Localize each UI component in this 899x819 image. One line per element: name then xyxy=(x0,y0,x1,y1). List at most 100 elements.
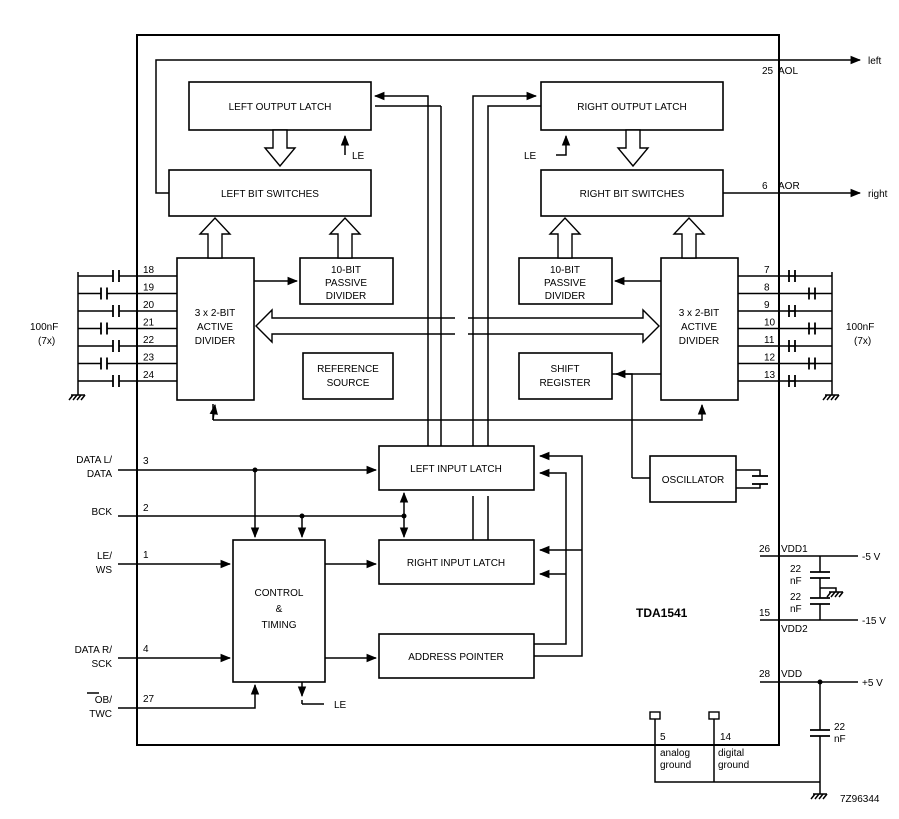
control-timing: CONTROL & TIMING xyxy=(232,539,326,683)
left-passive-divider-line2: PASSIVE xyxy=(325,278,367,289)
oscillator-label: OSCILLATOR xyxy=(662,475,724,486)
pin-aol-name: AOL xyxy=(778,66,798,77)
address-pointer-label: ADDRESS POINTER xyxy=(408,652,504,663)
pin-aor-name: AOR xyxy=(778,181,800,192)
pin-data-r-name-2: SCK xyxy=(91,659,112,670)
bus-arrow-right-passive-divider-up xyxy=(548,216,582,259)
right-cap-value-line1: 100nF xyxy=(846,322,874,333)
cap-22nf-c-line2: nF xyxy=(834,734,846,745)
right-passive-divider-line3: DIVIDER xyxy=(545,291,586,302)
right-output-latch: RIGHT OUTPUT LATCH xyxy=(540,81,724,131)
right-active-divider-line3: DIVIDER xyxy=(679,336,720,347)
pin-4-label: 4 xyxy=(143,644,149,655)
right-output-label: right xyxy=(868,189,888,200)
right-passive-divider: 10-BIT PASSIVE DIVIDER xyxy=(518,257,613,305)
horizontal-bus-right xyxy=(468,308,660,344)
reference-source-line1: REFERENCE xyxy=(317,364,379,375)
horizontal-bus-left xyxy=(255,308,455,344)
pin-11-label: 11 xyxy=(764,335,775,346)
left-active-divider: 3 x 2-BIT ACTIVE DIVIDER xyxy=(176,257,255,401)
pin-7-label: 7 xyxy=(764,265,770,276)
reference-source-line2: SOURCE xyxy=(327,378,370,389)
pin-15-label: 15 xyxy=(759,608,771,619)
reference-source: REFERENCE SOURCE xyxy=(302,352,394,400)
left-output-latch-label: LEFT OUTPUT LATCH xyxy=(229,102,332,113)
pin-vdd-name: VDD xyxy=(781,669,802,680)
left-cap-value-line2: (7x) xyxy=(38,336,55,347)
pin-20-label: 20 xyxy=(143,300,155,311)
supply-vdd1: -5 V xyxy=(862,552,881,563)
pin-data-l-name-1: DATA L/ xyxy=(76,455,112,466)
pin-data-r-name-1: DATA R/ xyxy=(75,645,113,656)
oscillator: OSCILLATOR xyxy=(649,455,737,503)
figure-code: 7Z96344 xyxy=(840,794,880,805)
pin-21-label: 21 xyxy=(143,318,155,329)
pin-vdd1-name: VDD1 xyxy=(781,544,808,555)
bus-arrow-right-active-divider-up xyxy=(672,216,706,259)
pin-25-label: 25 xyxy=(762,66,774,77)
cap-22nf-a-line1: 22 xyxy=(790,564,802,575)
digital-ground-line1: digital xyxy=(718,748,744,759)
pin-28-label: 28 xyxy=(759,669,771,680)
pin-12-label: 12 xyxy=(764,353,776,364)
pin-24-label: 24 xyxy=(143,370,155,381)
pin-vdd2-name: VDD2 xyxy=(781,624,808,635)
left-passive-divider: 10-BIT PASSIVE DIVIDER xyxy=(299,257,394,305)
shift-register-line1: SHIFT xyxy=(551,364,580,375)
right-input-latch: RIGHT INPUT LATCH xyxy=(378,539,535,585)
pin-bck-name: BCK xyxy=(91,507,112,518)
pin-ob-twc-name-1: OB/ xyxy=(95,695,112,706)
right-cap-value-line2: (7x) xyxy=(854,336,871,347)
right-active-divider: 3 x 2-BIT ACTIVE DIVIDER xyxy=(660,257,739,401)
bus-arrow-left-latch-to-switches xyxy=(263,129,297,168)
shift-register-line2: REGISTER xyxy=(539,378,590,389)
address-pointer: ADDRESS POINTER xyxy=(378,633,535,679)
control-timing-line2: & xyxy=(276,604,283,615)
bus-arrow-left-active-divider-up xyxy=(198,216,232,259)
left-bit-switches-label: LEFT BIT SWITCHES xyxy=(221,189,319,200)
pin-le-ws-name-1: LE/ xyxy=(97,551,112,562)
pin-8-label: 8 xyxy=(764,283,770,294)
right-passive-divider-line2: PASSIVE xyxy=(544,278,586,289)
left-output-latch: LEFT OUTPUT LATCH xyxy=(188,81,372,131)
le-label-control: LE xyxy=(334,700,347,711)
right-bit-switches: RIGHT BIT SWITCHES xyxy=(540,169,724,217)
chip-outline xyxy=(136,34,780,746)
pin-9-label: 9 xyxy=(764,300,770,311)
supply-vdd: +5 V xyxy=(862,678,883,689)
left-input-latch: LEFT INPUT LATCH xyxy=(378,445,535,491)
left-output-label: left xyxy=(868,56,882,67)
pin-3-label: 3 xyxy=(143,456,149,467)
control-timing-line3: TIMING xyxy=(262,620,297,631)
pin-26-label: 26 xyxy=(759,544,771,555)
pin-23-label: 23 xyxy=(143,353,155,364)
analog-ground-line1: analog xyxy=(660,748,690,759)
pin-2-label: 2 xyxy=(143,503,149,514)
shift-register: SHIFT REGISTER xyxy=(518,352,613,400)
cap-22nf-b-line2: nF xyxy=(790,604,802,615)
right-active-divider-line1: 3 x 2-BIT xyxy=(679,308,720,319)
left-passive-divider-line3: DIVIDER xyxy=(326,291,367,302)
pin-data-l-name-2: DATA xyxy=(87,469,113,480)
control-timing-line1: CONTROL xyxy=(255,588,304,599)
left-passive-divider-line1: 10-BIT xyxy=(331,265,361,276)
left-active-divider-line1: 3 x 2-BIT xyxy=(195,308,236,319)
cap-22nf-c-line1: 22 xyxy=(834,722,846,733)
pin-22-label: 22 xyxy=(143,335,155,346)
pin-13-label: 13 xyxy=(764,370,776,381)
bus-arrow-left-passive-divider-up xyxy=(328,216,362,259)
pin-6-label: 6 xyxy=(762,181,768,192)
pin-ob-twc-name-2: TWC xyxy=(89,709,112,720)
pin-le-ws-name-2: WS xyxy=(96,565,112,576)
pin-19-label: 19 xyxy=(143,283,155,294)
left-active-divider-line2: ACTIVE xyxy=(197,322,233,333)
left-active-divider-line3: DIVIDER xyxy=(195,336,236,347)
right-bit-switches-label: RIGHT BIT SWITCHES xyxy=(580,189,685,200)
right-active-divider-line2: ACTIVE xyxy=(681,322,717,333)
chip-name: TDA1541 xyxy=(636,606,688,620)
pin-1-label: 1 xyxy=(143,550,149,561)
pin-5-label: 5 xyxy=(660,732,666,743)
